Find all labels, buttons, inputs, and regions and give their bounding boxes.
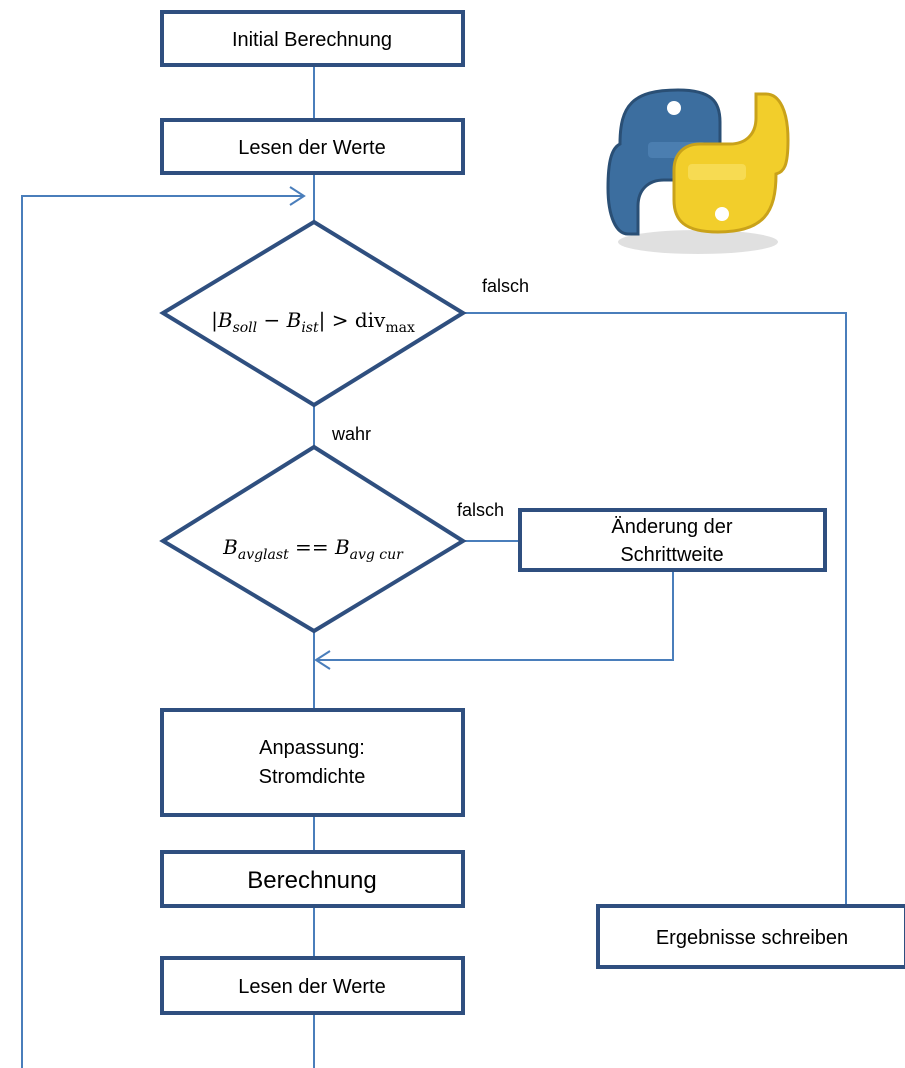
box-read1-label: Lesen der Werte — [238, 137, 386, 159]
decision-average-check: Bavglast == Bavg cur — [159, 444, 467, 634]
label-falsch-1: falsch — [482, 276, 529, 296]
loop-back-arrowhead — [289, 186, 306, 206]
python-logo-icon — [606, 88, 790, 254]
label-wahr: wahr — [331, 424, 371, 444]
label-falsch-2: falsch — [457, 500, 504, 520]
step-return-arrowhead — [314, 650, 331, 670]
box-compute-label: Berechnung — [247, 867, 376, 894]
box-adjust-label-line1: Anpassung: — [259, 737, 365, 759]
box-step-label-line2: Schrittweite — [620, 544, 723, 566]
decision-divergence-check: |Bsoll − Bist| > divmax — [159, 219, 467, 408]
box-read2-label: Lesen der Werte — [238, 976, 386, 998]
box-initial-berechnung: Initial Berechnung — [160, 10, 465, 67]
step-return-line — [316, 570, 674, 661]
box-adjust-label-line2: Stromdichte — [259, 766, 366, 788]
box-lesen-der-werte-2: Lesen der Werte — [160, 956, 465, 1015]
decision-2-condition: Bavglast == Bavg cur — [222, 535, 404, 563]
box-results-label: Ergebnisse schreiben — [656, 927, 848, 949]
box-anpassung-stromdichte: Anpassung: Stromdichte — [160, 708, 465, 817]
box-initial-label: Initial Berechnung — [232, 29, 392, 51]
box-berechnung: Berechnung — [160, 850, 465, 908]
false-branch-line — [463, 312, 847, 906]
loop-back-line — [21, 195, 304, 1068]
box-aenderung-schrittweite: Änderung der Schrittweite — [518, 508, 827, 572]
box-step-label-line1: Änderung der — [611, 516, 733, 538]
box-lesen-der-werte-1: Lesen der Werte — [160, 118, 465, 175]
decision-1-condition: |Bsoll − Bist| > divmax — [211, 308, 415, 336]
box-ergebnisse-schreiben: Ergebnisse schreiben — [596, 904, 905, 969]
